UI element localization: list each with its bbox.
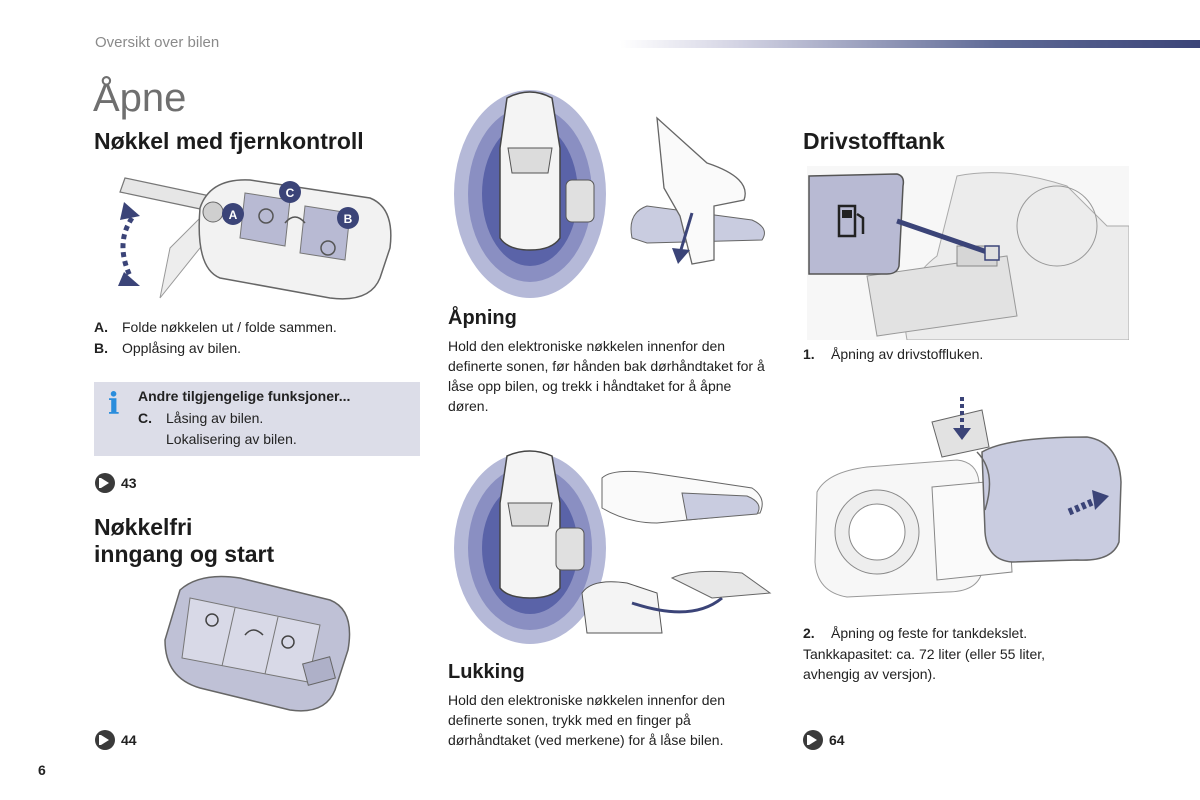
- page-reference-44[interactable]: 44: [95, 730, 137, 750]
- info-content: C. Låsing av bilen. Lokalisering av bile…: [138, 408, 297, 450]
- info-line1: Låsing av bilen.: [166, 410, 264, 426]
- info-title: Andre tilgjengelige funksjoner...: [138, 388, 351, 404]
- page-reference-43[interactable]: 43: [95, 473, 137, 493]
- fuel-item-2: 2. Åpning og feste for tankdekslet. Tank…: [803, 623, 1103, 684]
- list-item: A. Folde nøkkelen ut / folde sammen.: [94, 317, 337, 338]
- item-key: B.: [94, 340, 108, 356]
- info-line2: Lokalisering av bilen.: [166, 431, 297, 447]
- item-text: Opplåsing av bilen.: [122, 340, 242, 356]
- header-bar: [620, 40, 1200, 48]
- fuel-flap-release-illustration: [807, 166, 1129, 340]
- remote-key-illustration: A C B: [118, 177, 392, 300]
- heading-keyless-line1: Nøkkelfri: [94, 514, 193, 540]
- page-reference-icon: [95, 473, 115, 493]
- item-text: Folde nøkkelen ut / folde sammen.: [122, 319, 337, 335]
- heading-keyless: Nøkkelfri inngang og start: [94, 514, 274, 568]
- item-text: Åpning av drivstoffluken.: [831, 346, 984, 362]
- tank-capacity-text: Tankkapasitet: ca. 72 liter (eller 55 li…: [803, 646, 1046, 682]
- key-items-list: A. Folde nøkkelen ut / folde sammen. B. …: [94, 317, 337, 359]
- label-b: B: [344, 212, 353, 226]
- closing-zone-illustration: [454, 450, 772, 644]
- info-key: C.: [138, 410, 152, 426]
- page-reference-number: 64: [829, 732, 845, 748]
- page-number: 6: [38, 762, 46, 778]
- page-reference-number: 43: [121, 475, 137, 491]
- page-reference-icon: [803, 730, 823, 750]
- heading-remote-key: Nøkkel med fjernkontroll: [94, 128, 364, 154]
- item-text: Åpning og feste for tankdekslet.: [831, 625, 1028, 641]
- label-c: C: [286, 186, 295, 200]
- item-key: 2.: [803, 625, 815, 641]
- opening-zone-illustration: [454, 90, 765, 298]
- heading-closing: Lukking: [448, 661, 525, 683]
- item-key: A.: [94, 319, 108, 335]
- list-item: B. Opplåsing av bilen.: [94, 338, 337, 359]
- closing-text: Hold den elektroniske nøkkelen innenfor …: [448, 692, 726, 748]
- fuel-item-1: 1. Åpning av drivstoffluken.: [803, 344, 983, 365]
- heading-fuel-tank: Drivstofftank: [803, 128, 945, 154]
- opening-text: Hold den elektroniske nøkkelen innenfor …: [448, 338, 765, 414]
- keyless-fob-illustration: [164, 575, 351, 712]
- info-icon: i: [108, 387, 120, 422]
- page-reference-number: 44: [121, 732, 137, 748]
- heading-keyless-line2: inngang og start: [94, 541, 275, 567]
- page-reference-64[interactable]: 64: [803, 730, 845, 750]
- page-reference-icon: [95, 730, 115, 750]
- page-title: Åpne: [93, 76, 187, 120]
- fuel-cap-illustration: [814, 397, 1122, 598]
- info-box: i Andre tilgjengelige funksjoner... C. L…: [94, 382, 420, 456]
- label-a: A: [229, 208, 238, 222]
- item-key: 1.: [803, 346, 815, 362]
- section-label: Oversikt over bilen: [95, 34, 220, 51]
- heading-opening: Åpning: [448, 307, 517, 329]
